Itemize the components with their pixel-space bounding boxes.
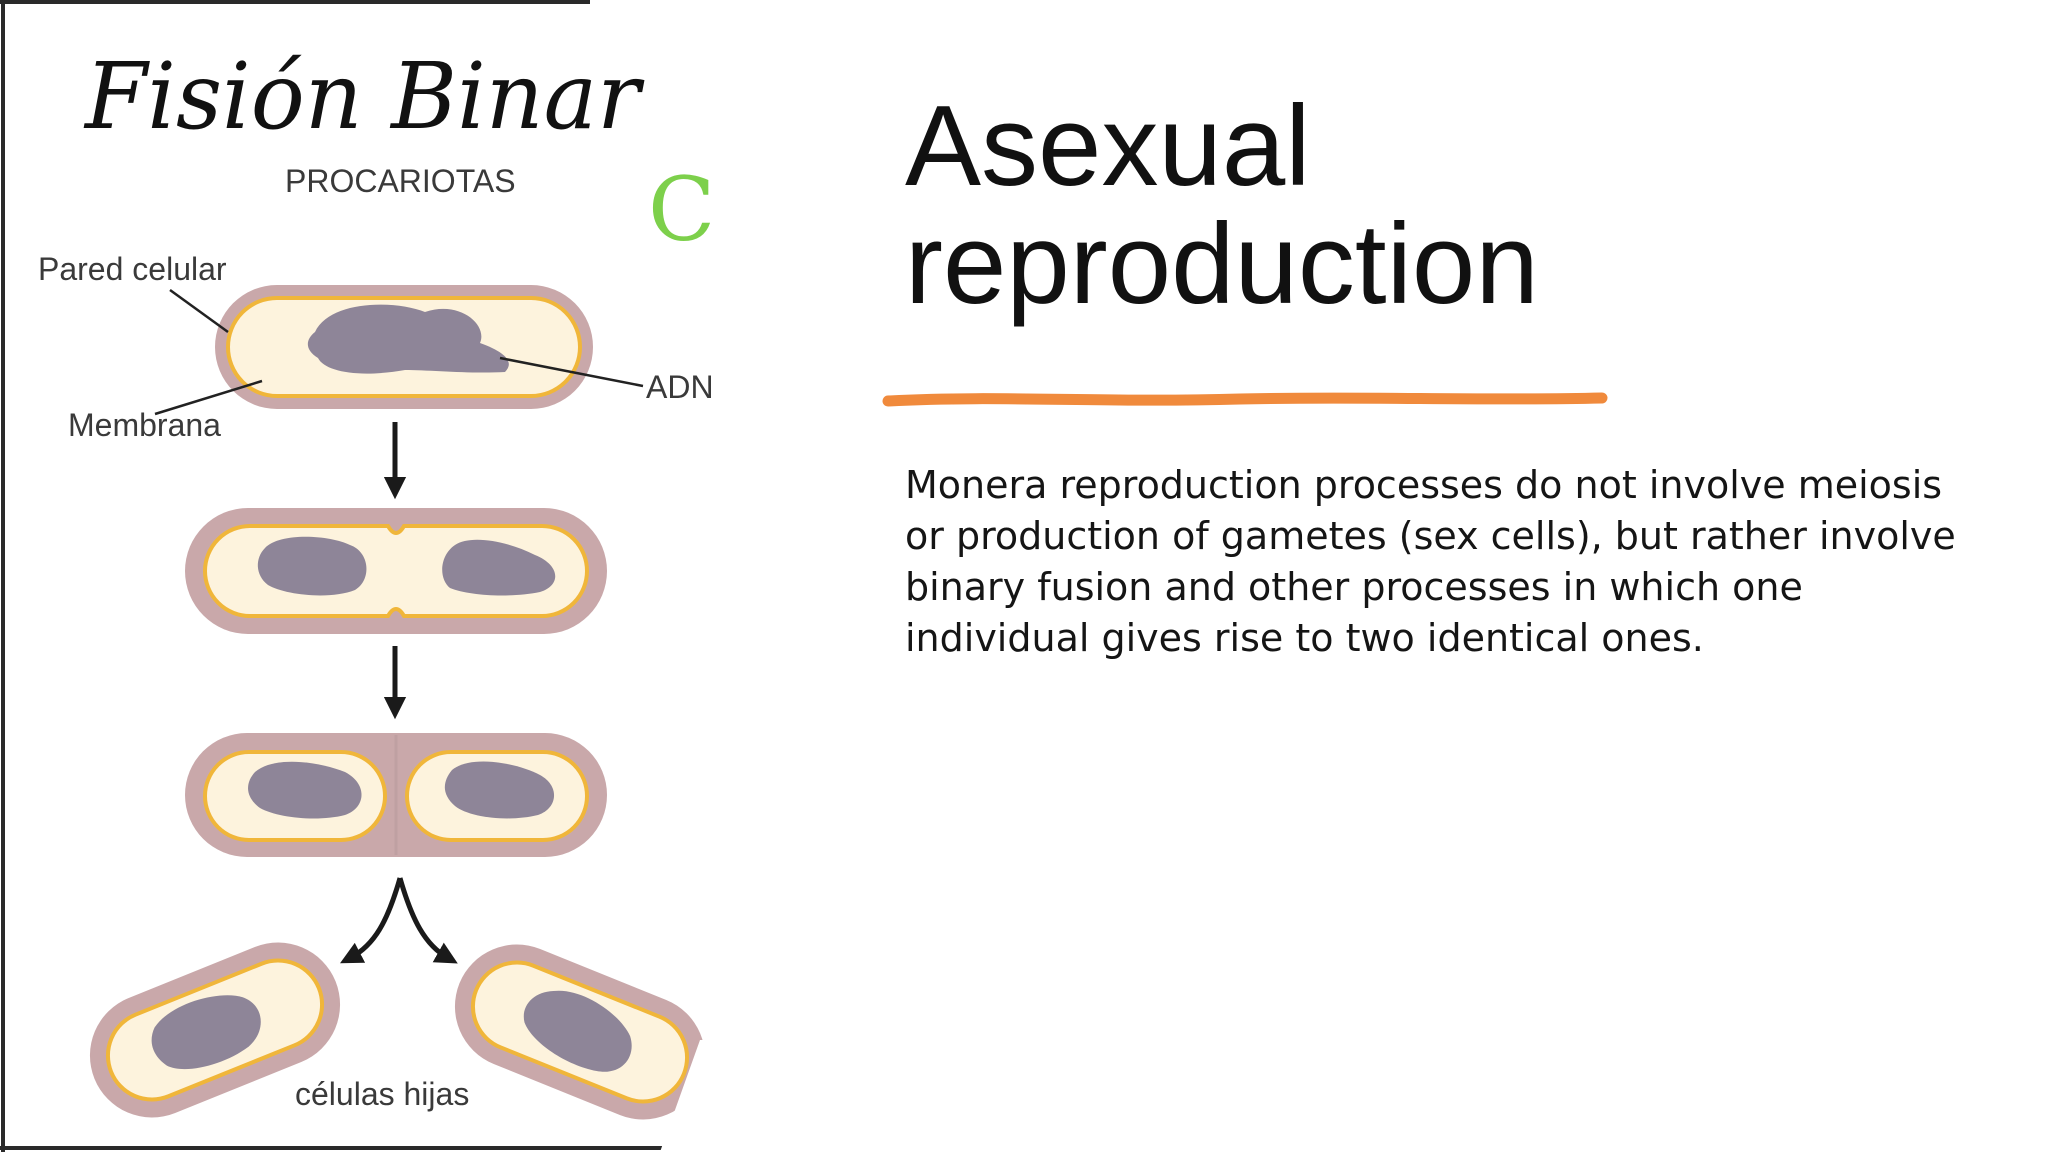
dna-blob-left <box>257 536 367 596</box>
subtitle-procariotas: PROCARIOTAS <box>285 163 516 199</box>
dna-blob-right <box>442 539 556 596</box>
dna-blob-left <box>248 761 362 819</box>
title-line-1: Asexual <box>905 83 1311 210</box>
dna-blob <box>307 304 509 374</box>
label-daughter-cells: células hijas <box>295 1076 469 1112</box>
binary-fission-diagram: Fisión Binar C PROCARIOTAS Pared celular… <box>0 0 730 1152</box>
cell-stage-2 <box>185 508 607 634</box>
title-underline <box>882 392 1608 407</box>
label-membrane: Membrana <box>68 407 221 443</box>
cell-stage-3 <box>185 733 607 857</box>
diagram-frame <box>0 0 690 1152</box>
split-arrows <box>340 877 458 964</box>
label-dna: ADN <box>646 369 714 405</box>
daughter-cell-right <box>454 944 706 1120</box>
handwritten-title: Fisión Binar <box>83 43 645 150</box>
label-cell-wall: Pared celular <box>38 251 227 287</box>
dna-blob-right <box>444 761 555 819</box>
cell-stage-1 <box>215 285 593 409</box>
slide-title: Asexual reproduction <box>905 88 1539 324</box>
dna-blob <box>151 995 261 1070</box>
body-paragraph: Monera reproduction processes do not inv… <box>905 463 1956 660</box>
dna-blob <box>523 990 632 1072</box>
handwritten-fragment: C <box>648 158 715 261</box>
daughter-cell-left <box>89 942 341 1118</box>
title-line-2: reproduction <box>905 201 1539 328</box>
